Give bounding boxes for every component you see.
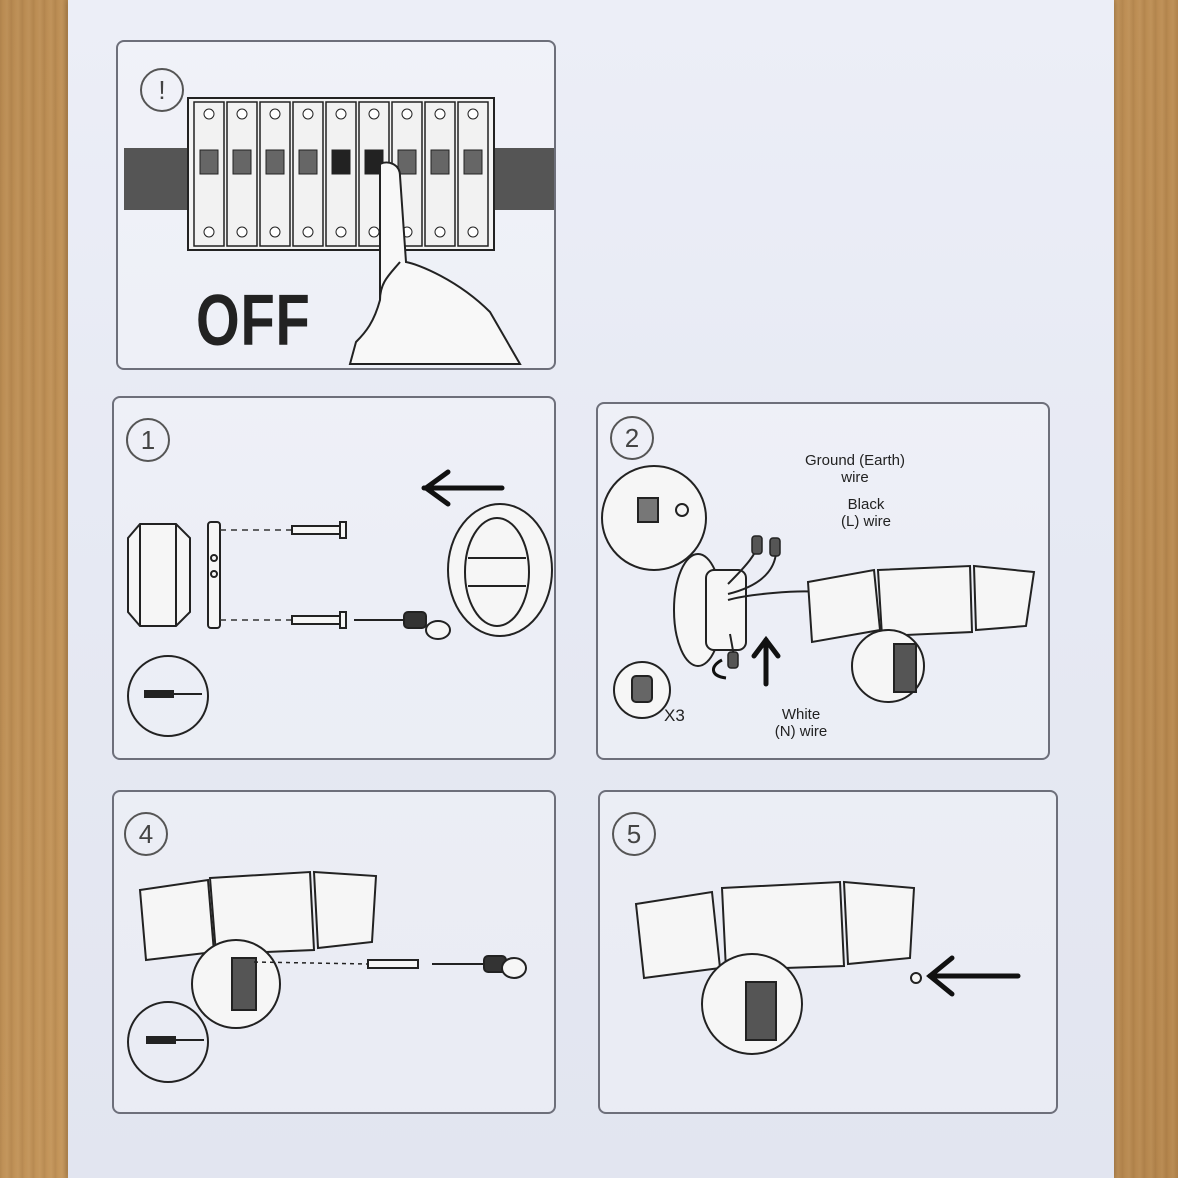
breaker-toggle bbox=[265, 149, 285, 175]
tool-callout bbox=[127, 655, 209, 737]
junction-box bbox=[127, 523, 191, 627]
instruction-sheet: ! OFF 1 bbox=[68, 0, 1114, 1178]
rotate-icon bbox=[712, 658, 727, 680]
step-badge-1: 1 bbox=[126, 418, 170, 462]
breaker-screw bbox=[335, 226, 347, 238]
step-2-illustration bbox=[601, 465, 1036, 719]
breaker-screw bbox=[302, 226, 314, 238]
breaker-screw bbox=[203, 108, 215, 120]
screwdriver-icon bbox=[367, 955, 527, 979]
breaker-toggle bbox=[430, 149, 450, 175]
breaker-toggle bbox=[199, 149, 219, 175]
breaker-toggle bbox=[463, 149, 483, 175]
junction-box bbox=[673, 553, 747, 667]
breaker-screw bbox=[467, 108, 479, 120]
step-badge-5: 5 bbox=[612, 812, 656, 856]
breaker-screw bbox=[203, 226, 215, 238]
breaker-screw bbox=[302, 108, 314, 120]
step-1-illustration bbox=[127, 469, 553, 737]
breaker-toggle bbox=[331, 149, 351, 175]
panel-step-4: 4 bbox=[112, 790, 556, 1114]
breaker-screw bbox=[467, 226, 479, 238]
off-label: OFF bbox=[196, 281, 311, 361]
tool-callout bbox=[127, 1001, 209, 1083]
floodlight-head bbox=[634, 880, 916, 1055]
breaker-screw bbox=[269, 226, 281, 238]
wire-nut-icon bbox=[613, 661, 671, 719]
screws bbox=[291, 521, 347, 629]
breaker-toggle bbox=[298, 149, 318, 175]
breaker-screw bbox=[434, 226, 446, 238]
arrow-left-icon bbox=[926, 955, 1021, 997]
panel-step-1: 1 bbox=[112, 396, 556, 760]
wire-nut-icon bbox=[727, 535, 781, 669]
breaker-switch bbox=[259, 101, 291, 247]
breaker-screw bbox=[335, 108, 347, 120]
panel-power-off: ! OFF bbox=[116, 40, 556, 370]
wiring-detail-callout bbox=[601, 465, 707, 571]
floodlight-head bbox=[806, 564, 1036, 703]
breaker-screw bbox=[236, 226, 248, 238]
step-badge-2: 2 bbox=[610, 416, 654, 460]
black-wire-label: Black (L) wire bbox=[840, 496, 891, 530]
white-wire-label: White (N) wire bbox=[774, 706, 828, 740]
panel-step-2: 2 bbox=[596, 402, 1050, 760]
panel-step-5: 5 bbox=[598, 790, 1058, 1114]
breaker-screw bbox=[434, 108, 446, 120]
breaker-screw bbox=[401, 108, 413, 120]
warning-badge: ! bbox=[140, 68, 184, 112]
floodlight-head bbox=[138, 870, 378, 1029]
ground-wire-label: Ground (Earth) wire bbox=[804, 452, 906, 486]
breaker-screw bbox=[368, 108, 380, 120]
light-base-plate bbox=[447, 503, 553, 637]
screwdriver-icon bbox=[354, 611, 451, 640]
step-5-illustration bbox=[634, 880, 1021, 1055]
breaker-screw bbox=[368, 226, 380, 238]
step-badge-4: 4 bbox=[124, 812, 168, 856]
step-4-illustration bbox=[127, 870, 527, 1083]
breaker-screw bbox=[236, 108, 248, 120]
wire-nut-count: X3 bbox=[664, 706, 685, 725]
breaker-screw bbox=[269, 108, 281, 120]
arrow-up-icon bbox=[751, 635, 781, 687]
breaker-toggle bbox=[397, 149, 417, 175]
breaker-illustration bbox=[124, 97, 554, 365]
breaker-toggle bbox=[232, 149, 252, 175]
arrow-left-icon bbox=[421, 469, 505, 507]
mounting-bracket bbox=[207, 521, 221, 629]
hand-pointer-icon bbox=[348, 161, 522, 365]
